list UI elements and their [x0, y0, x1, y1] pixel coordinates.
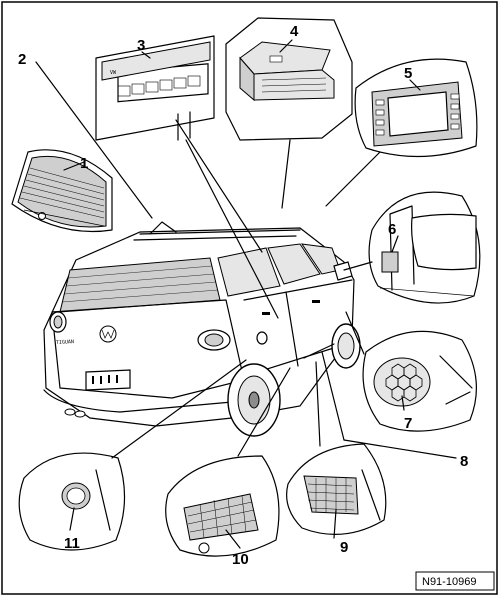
callout-1: 1 [80, 155, 88, 172]
head-unit-detail [354, 58, 478, 158]
label-plate-detail: VW [95, 35, 215, 141]
callout-2: 2 [18, 51, 26, 68]
round-plug-detail [18, 452, 126, 551]
lower-grille-detail [286, 443, 387, 535]
control-unit-detail [225, 17, 353, 141]
callout-5: 5 [404, 65, 412, 82]
reference-number: N91-10969 [422, 576, 476, 588]
rear-window-detail [11, 149, 113, 233]
svg-text:VW: VW [110, 70, 117, 76]
honeycomb-cover-detail [362, 330, 477, 432]
leader-lines [35, 39, 457, 549]
callout-10: 10 [232, 551, 249, 568]
callout-4: 4 [290, 23, 299, 40]
callout-11: 11 [64, 535, 80, 552]
reference-number-box: N91-10969 [415, 571, 495, 591]
side-grille-detail [165, 455, 280, 557]
callout-7: 7 [404, 415, 412, 432]
callout-9: 9 [340, 539, 348, 556]
vehicle-illustration: TIGUAN [43, 221, 361, 437]
callout-8: 8 [460, 453, 468, 470]
callout-6: 6 [388, 221, 396, 238]
vehicle-badge: TIGUAN [56, 339, 74, 346]
callout-3: 3 [137, 37, 145, 54]
exterior-mirror-detail [368, 191, 481, 304]
